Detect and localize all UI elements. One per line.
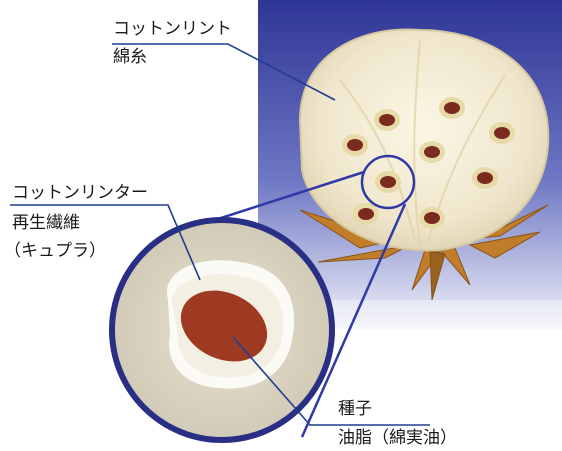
label-cupra: （キュプラ） xyxy=(4,240,106,262)
label-cotton-lint: コットンリント xyxy=(113,18,232,40)
label-regenerated-fiber: 再生繊維 xyxy=(12,212,80,234)
label-seed: 種子 xyxy=(338,398,372,420)
label-cotton-yarn: 綿糸 xyxy=(113,46,147,68)
label-cottonseed-oil: 油脂（綿実油） xyxy=(338,427,457,449)
label-cotton-linter: コットンリンター xyxy=(12,182,148,204)
